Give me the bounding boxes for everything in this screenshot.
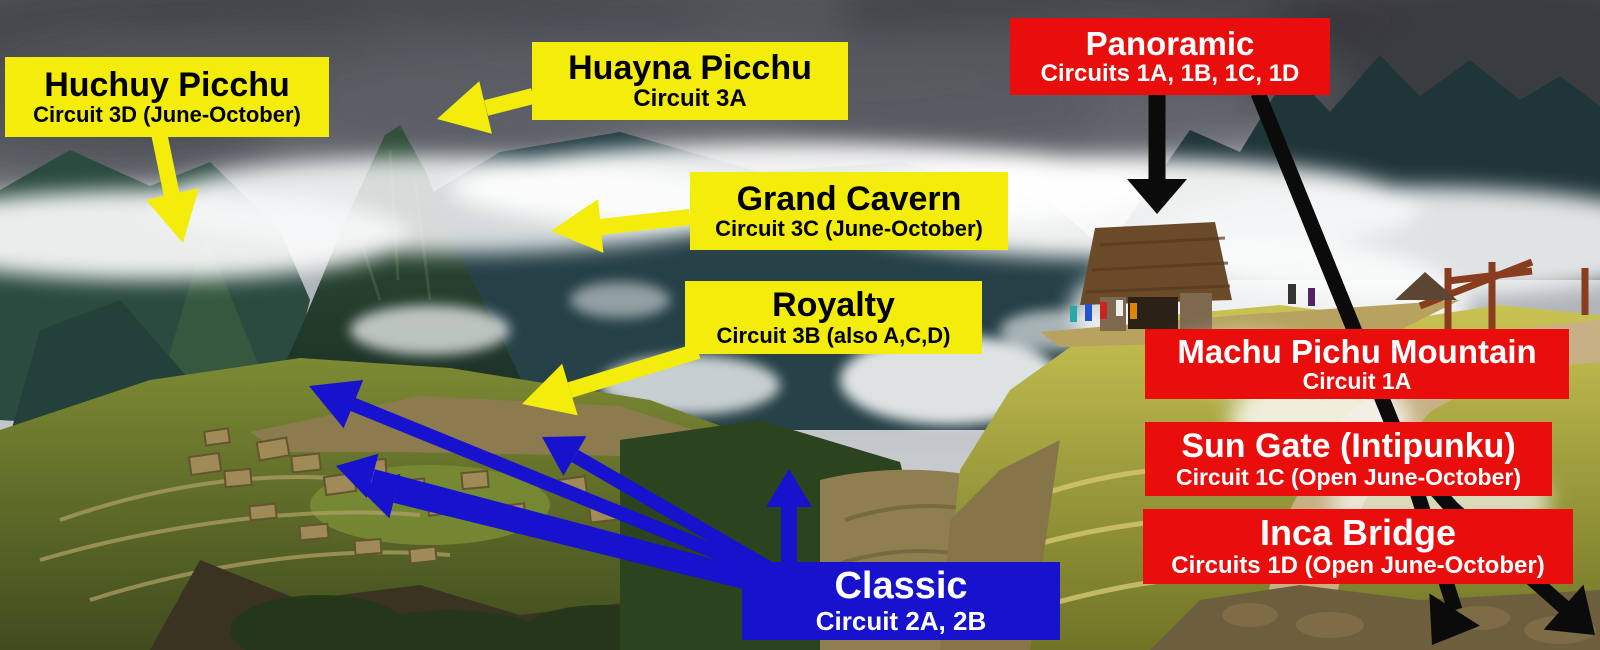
huayna-picchu-label: Huayna Picchu Circuit 3A	[532, 42, 848, 120]
classic-arrow-up	[766, 469, 812, 563]
sun-gate-title: Sun Gate (Intipunku)	[1181, 427, 1516, 466]
huchuy-arrow	[145, 131, 199, 243]
inca-bridge-subtitle: Circuits 1D (Open June-October)	[1171, 551, 1545, 579]
bottom-right-stones	[1150, 585, 1600, 650]
inca-bridge-title: Inca Bridge	[1259, 512, 1457, 554]
tourists	[1070, 284, 1315, 322]
classic-label: Classic Circuit 2A, 2B	[742, 562, 1060, 640]
panoramic-label: Panoramic Circuits 1A, 1B, 1C, 1D	[1010, 18, 1330, 95]
grand-cavern-title: Grand Cavern	[736, 179, 962, 218]
classic-subtitle: Circuit 2A, 2B	[815, 606, 987, 637]
panoramic-title: Panoramic	[1085, 24, 1255, 62]
grand-cavern-label: Grand Cavern Circuit 3C (June-October)	[690, 172, 1008, 250]
royalty-subtitle: Circuit 3B (also A,C,D)	[716, 322, 951, 348]
machu-pichu-mountain-subtitle: Circuit 1A	[1302, 368, 1412, 395]
sun-gate-label: Sun Gate (Intipunku) Circuit 1C (Open Ju…	[1145, 422, 1552, 496]
huayna-arrow	[437, 81, 535, 134]
small-hut-silhouette	[1395, 272, 1457, 300]
inca-bridge-label: Inca Bridge Circuits 1D (Open June-Octob…	[1143, 509, 1573, 584]
huchuy-picchu-subtitle: Circuit 3D (June-October)	[33, 102, 301, 128]
classic-arrow-mid-left-lower	[358, 473, 754, 591]
classic-arrow-center	[542, 436, 776, 577]
huayna-picchu-title: Huayna Picchu	[568, 48, 812, 87]
huayna-picchu-subtitle: Circuit 3A	[633, 85, 747, 113]
machu-pichu-mountain-label: Machu Pichu Mountain Circuit 1A	[1145, 329, 1569, 399]
huchuy-picchu-label: Huchuy Picchu Circuit 3D (June-October)	[5, 57, 329, 137]
terrace-lines	[39, 474, 451, 602]
grand-cavern-arrow	[551, 199, 691, 253]
royalty-label: Royalty Circuit 3B (also A,C,D)	[685, 281, 982, 354]
royalty-title: Royalty	[772, 286, 895, 325]
huchuy-picchu-title: Huchuy Picchu	[44, 65, 290, 104]
sun-gate-subtitle: Circuit 1C (Open June-October)	[1175, 463, 1522, 490]
classic-title: Classic	[834, 565, 968, 608]
classic-arrow-mid-left-upper	[336, 453, 760, 585]
panoramic-down-arrow	[1127, 95, 1187, 214]
panoramic-subtitle: Circuits 1A, 1B, 1C, 1D	[1040, 60, 1300, 88]
grand-cavern-subtitle: Circuit 3C (June-October)	[715, 216, 983, 242]
royalty-arrow	[522, 343, 701, 416]
classic-arrow-far-left	[309, 380, 773, 581]
machu-pichu-mountain-title: Machu Pichu Mountain	[1177, 332, 1537, 370]
